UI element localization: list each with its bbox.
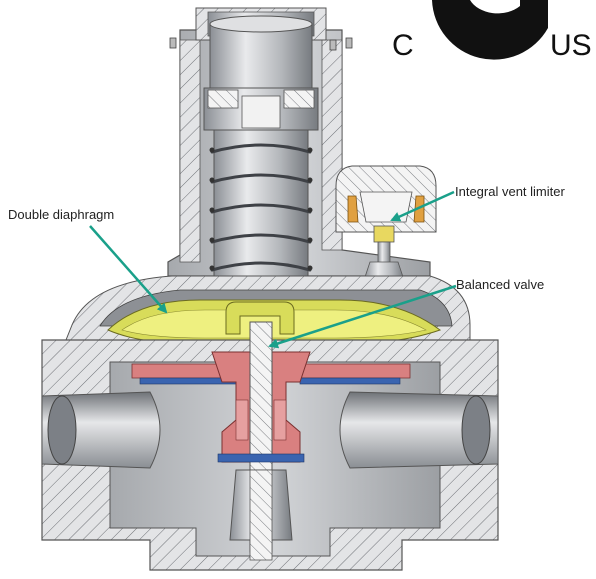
csa-logo: C US bbox=[392, 0, 592, 62]
callout-balanced-valve: Balanced valve bbox=[268, 277, 544, 349]
callout-integral-vent-limiter: Integral vent limiter bbox=[390, 184, 565, 222]
label-double-diaphragm: Double diaphragm bbox=[8, 207, 114, 222]
callout-double-diaphragm: Double diaphragm bbox=[8, 207, 168, 314]
logo-arc bbox=[432, 0, 548, 60]
main-spring bbox=[210, 143, 312, 272]
spring-dots bbox=[209, 147, 313, 271]
arrow-balanced-valve bbox=[268, 284, 457, 349]
label-balanced-valve: Balanced valve bbox=[456, 277, 544, 292]
arrow-double-diaphragm bbox=[89, 225, 168, 314]
logo-letters-us: US bbox=[550, 29, 592, 62]
logo-letter-c: C bbox=[392, 29, 414, 62]
spring-housing bbox=[167, 7, 431, 289]
label-integral-vent-limiter: Integral vent limiter bbox=[455, 184, 565, 199]
balanced-valve bbox=[211, 321, 311, 561]
arrow-integral-vent-limiter bbox=[390, 190, 455, 222]
